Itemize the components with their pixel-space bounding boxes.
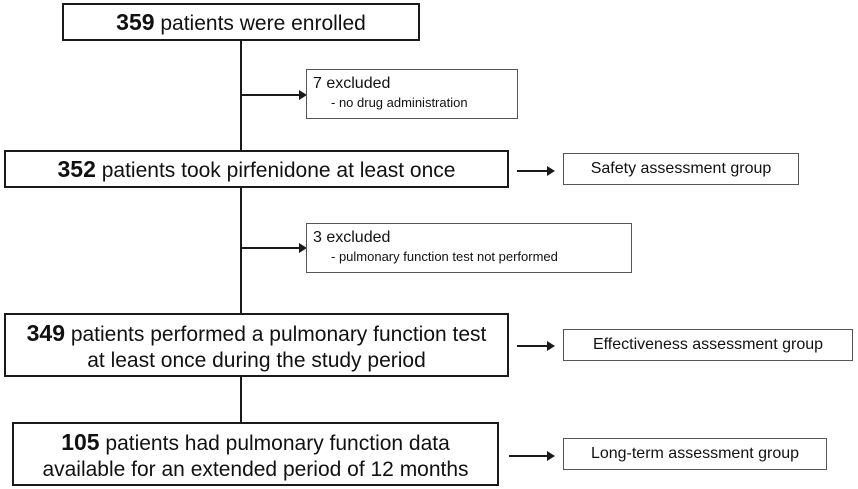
safety-group-label: Safety assessment group xyxy=(590,160,772,177)
excluded-box-2: 3 excluded - pulmonary function test not… xyxy=(306,223,632,273)
enrolled-text: patients were enrolled xyxy=(154,12,366,35)
effectiveness-group-box: Effectiveness assessment group xyxy=(563,329,853,361)
excluded-title-2: 3 excluded xyxy=(313,229,391,246)
longterm-group-box: Long-term assessment group xyxy=(563,438,827,470)
safety-group-box: Safety assessment group xyxy=(563,153,799,185)
excluded-reason-2: - pulmonary function test not performed xyxy=(331,249,558,264)
enrolled-count: 359 xyxy=(116,9,155,35)
took-text: patients took pirfenidone at least once xyxy=(95,159,456,182)
longterm-data-box: 105 patients had pulmonary function data… xyxy=(12,422,499,486)
exclusion-connector-1 xyxy=(241,94,299,96)
pft-line-1: 349 patients performed a pulmonary funct… xyxy=(6,320,507,348)
exclusion-arrow-2 xyxy=(299,243,307,253)
pft-box: 349 patients performed a pulmonary funct… xyxy=(4,313,509,377)
main-flow-line xyxy=(240,40,242,422)
safety-connector xyxy=(517,170,547,172)
took-pirfenidone-box: 352 patients took pirfenidone at least o… xyxy=(4,150,509,188)
longterm-arrow xyxy=(547,451,555,461)
longterm-text-1: patients had pulmonary function data xyxy=(99,432,450,455)
excluded-reason-1: - no drug administration xyxy=(331,95,468,110)
took-count: 352 xyxy=(57,156,96,182)
longterm-connector xyxy=(509,455,547,457)
pft-text-2: at least once during the study period xyxy=(87,349,426,372)
exclusion-arrow-1 xyxy=(299,90,307,100)
longterm-count: 105 xyxy=(61,429,100,455)
effectiveness-group-label: Effectiveness assessment group xyxy=(592,336,824,353)
effectiveness-arrow xyxy=(547,341,555,351)
pft-count: 349 xyxy=(26,320,65,346)
longterm-text-2: available for an extended period of 12 m… xyxy=(42,458,469,481)
excluded-title-1: 7 excluded xyxy=(313,75,391,92)
safety-arrow xyxy=(547,166,555,176)
enrolled-box: 359 patients were enrolled xyxy=(62,3,420,41)
pft-text-1: patients performed a pulmonary function … xyxy=(64,323,487,346)
longterm-group-label: Long-term assessment group xyxy=(590,445,800,462)
exclusion-connector-2 xyxy=(241,247,299,249)
excluded-box-1: 7 excluded - no drug administration xyxy=(306,69,518,119)
effectiveness-connector xyxy=(517,345,547,347)
longterm-line-1: 105 patients had pulmonary function data xyxy=(14,429,497,457)
